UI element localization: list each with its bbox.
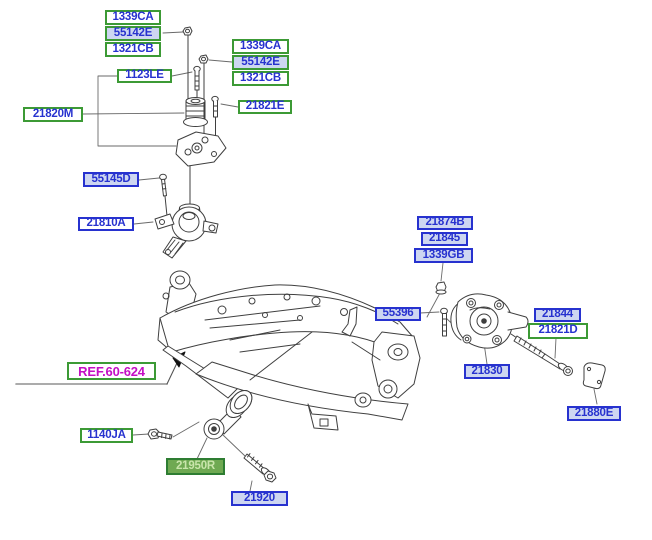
bolt-55145d-drawing <box>159 173 168 217</box>
part-label-1140ja[interactable]: 1140JA <box>80 428 133 443</box>
part-label-1339gb[interactable]: 1339GB <box>414 248 473 263</box>
support-bracket-assembly-drawing <box>175 26 227 201</box>
part-label-21830[interactable]: 21830 <box>464 364 510 379</box>
part-label-21821e[interactable]: 21821E <box>238 100 292 114</box>
part-label-21820m[interactable]: 21820M <box>23 107 83 122</box>
part-label-21950r-highlighted[interactable]: 21950R <box>166 458 225 475</box>
part-label-21874b[interactable]: 21874B <box>417 216 473 230</box>
part-label-21810a[interactable]: 21810A <box>78 217 134 231</box>
roll-rod-mount-drawing <box>203 389 253 440</box>
part-label-21880e[interactable]: 21880E <box>567 406 621 421</box>
part-label-21920[interactable]: 21920 <box>231 491 288 506</box>
gasket-plate-drawing <box>582 362 606 390</box>
part-label-21845[interactable]: 21845 <box>421 232 468 246</box>
part-label-21844[interactable]: 21844 <box>534 308 581 322</box>
engine-mount-drawing <box>154 195 219 259</box>
part-label-1123le[interactable]: 1123LE <box>117 69 172 83</box>
bolt-21920-drawing <box>243 453 277 483</box>
part-label-55142e-b[interactable]: 55142E <box>232 55 289 70</box>
part-label-55145d[interactable]: 55145D <box>83 172 139 187</box>
subframe-crossmember-drawing <box>157 270 421 431</box>
part-label-1339ca-a[interactable]: 1339CA <box>105 10 161 25</box>
transmission-mount-drawing <box>435 281 529 349</box>
leader-lines <box>82 31 598 492</box>
part-label-1321cb-b[interactable]: 1321CB <box>232 71 289 86</box>
part-label-55142e-a[interactable]: 55142E <box>105 26 161 41</box>
part-label-1321cb-a[interactable]: 1321CB <box>105 42 161 57</box>
bolt-1140ja-drawing <box>147 428 173 440</box>
bolt-21844-drawing <box>510 333 573 376</box>
ref-label-subframe[interactable]: REF.60-624 <box>67 362 156 380</box>
part-label-55396[interactable]: 55396 <box>375 307 421 321</box>
part-label-1339ca-b[interactable]: 1339CA <box>232 39 289 54</box>
part-label-21821d[interactable]: 21821D <box>528 323 588 339</box>
